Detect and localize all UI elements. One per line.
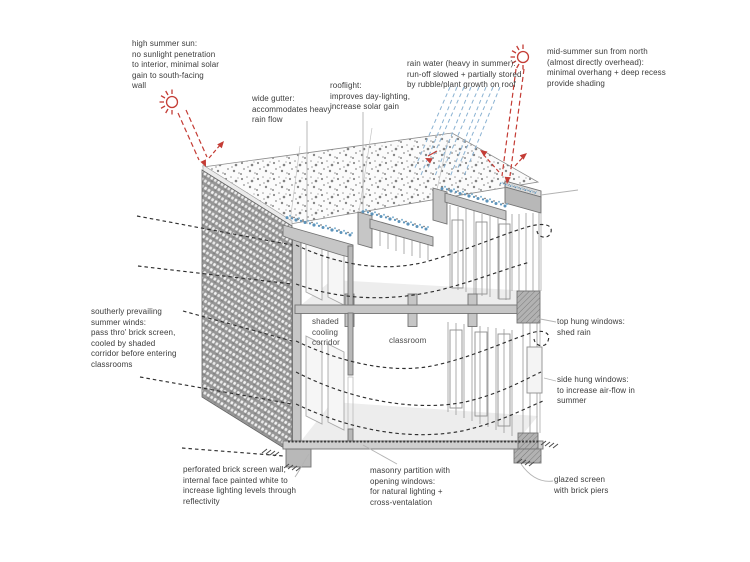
sun-ray-arrows (177, 68, 525, 177)
annotation-glazed-screen: glazed screen with brick piers (554, 475, 609, 495)
annotation-high-summer-sun: high summer sun: no sunlight penetration… (132, 39, 220, 90)
rain-lines (413, 86, 501, 178)
upper-glazed-screen-mullions (449, 205, 540, 300)
annotation-side-hung-windows: side hung windows: to increase air-flow … (557, 375, 635, 405)
annotation-rooflight: rooflight: improves day-lighting, increa… (330, 81, 411, 111)
annotation-brick-screen-wall: perforated brick screen wall, internal f… (183, 465, 297, 506)
section-cut-structure (282, 180, 544, 468)
label-shaded-cooling-corridor: shaded cooling corridor (312, 317, 340, 347)
annotation-top-hung-windows: top hung windows: shed rain (557, 317, 625, 337)
label-classroom: classroom (389, 336, 427, 345)
annotation-masonry-partition: masonry partition with opening windows: … (370, 466, 451, 507)
sun-icon-south (158, 88, 179, 116)
annotation-mid-summer-sun: mid-summer sun from north (almost direct… (547, 47, 666, 88)
ground-glazed-screen-mullions (447, 322, 538, 441)
annotation-southerly-winds: southerly prevailing summer winds: pass … (91, 307, 177, 369)
leader-lines (294, 112, 579, 482)
side-hung-window-pane (526, 346, 543, 394)
annotation-rain-water: rain water (heavy in summer): run-off sl… (407, 59, 522, 89)
wind-flow-lines (136, 215, 552, 457)
annotation-wide-gutter: wide gutter: accommodates heavy rain flo… (252, 94, 332, 124)
